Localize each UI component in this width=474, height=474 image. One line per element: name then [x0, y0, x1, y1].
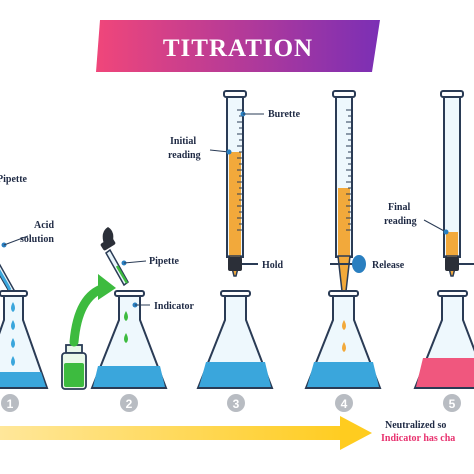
step-number: 3 [233, 397, 240, 411]
flask-step5 [413, 290, 474, 389]
step-badge-4: 4 [335, 394, 353, 412]
step-2: Pipette Indicator 2 [61, 227, 195, 412]
note-neutralized: Neutralized so [385, 420, 446, 431]
step-badge-5: 5 [443, 394, 461, 412]
step-number: 2 [126, 397, 133, 411]
step-number: 1 [7, 397, 14, 411]
burette-step5 [440, 90, 474, 277]
label-acid: Acid [34, 220, 54, 231]
step-3: Burette Initial reading Hold 3 [168, 90, 301, 412]
acid-drops [11, 302, 15, 366]
flask-step2 [90, 290, 168, 389]
label-initial: Initial [170, 136, 196, 147]
step-badge-3: 3 [227, 394, 245, 412]
label-burette: Burette [268, 109, 301, 120]
step-5: Final reading 5 [384, 90, 474, 412]
pointer-initial [209, 149, 232, 155]
label-release: Release [372, 260, 405, 271]
title-banner: TITRATION [96, 20, 380, 72]
burette-step3 [223, 90, 258, 277]
label-final: Final [388, 202, 410, 213]
step-number: 5 [449, 397, 456, 411]
indicator-bottle [61, 344, 87, 390]
step-number: 4 [341, 397, 348, 411]
step-4: Release 4 [304, 90, 405, 412]
label-final-reading: reading [384, 216, 417, 227]
progress-arrow [0, 416, 372, 450]
dropper-pipette [100, 227, 129, 287]
pointer-pipette [121, 260, 147, 266]
label-solution: solution [20, 234, 54, 245]
label-reading: reading [168, 150, 201, 161]
pointer-indicator [132, 302, 150, 308]
note-indicator-changed: Indicator has cha [381, 433, 455, 444]
label-hold: Hold [262, 260, 284, 271]
pipette-step1 [0, 263, 15, 295]
label-indicator: Indicator [154, 301, 195, 312]
page-title: TITRATION [163, 35, 313, 62]
burette-step4 [330, 90, 366, 301]
step-1: Pipette Acid solution 1 [0, 174, 54, 412]
label-pipette-step2: Pipette [149, 256, 180, 267]
pointer-final [423, 219, 449, 235]
flask-step3 [196, 290, 274, 389]
flask-step4 [304, 290, 382, 389]
step-badge-1: 1 [1, 394, 19, 412]
label-pipette-left: Pipette [0, 174, 28, 185]
pointer-burette [240, 111, 264, 117]
flask-step1 [0, 290, 49, 389]
pointer-acid [1, 235, 29, 248]
step-badge-2: 2 [120, 394, 138, 412]
transfer-arrow [69, 274, 116, 347]
